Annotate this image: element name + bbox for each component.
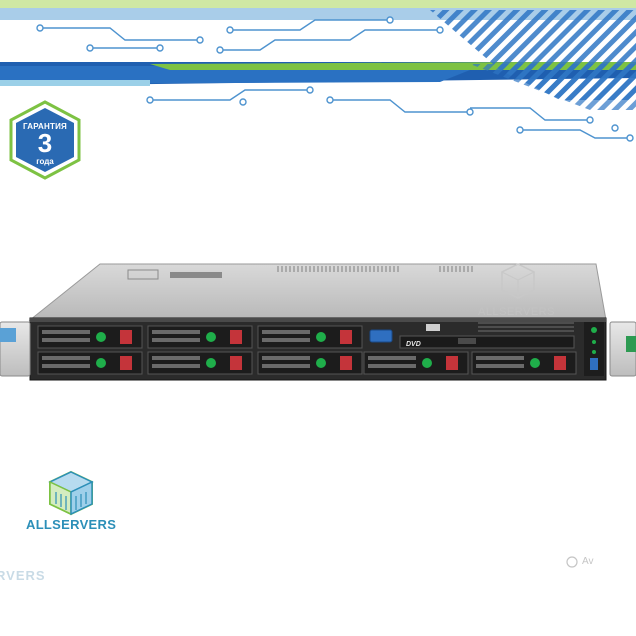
badge-label-bottom: года bbox=[36, 157, 54, 166]
circuit-banner bbox=[0, 0, 636, 142]
watermark-bottom-right: Av bbox=[582, 556, 594, 567]
hexagon-shape bbox=[9, 100, 81, 180]
badge-label-top: ГАРАНТИЯ bbox=[23, 122, 67, 131]
warranty-badge: ГАРАНТИЯ 3 года bbox=[8, 100, 82, 180]
allservers-logo-icon bbox=[48, 470, 94, 516]
dvd-label: DVD bbox=[406, 341, 421, 348]
watermark-bottom-left: RVERS bbox=[0, 568, 46, 583]
rack-server-image bbox=[0, 263, 636, 381]
watermark-circle-icon bbox=[566, 556, 578, 568]
watermark-text: ALLSERVERS bbox=[478, 306, 555, 318]
allservers-logo-text: ALLSERVERS bbox=[26, 517, 117, 532]
badge-number: 3 bbox=[37, 128, 53, 158]
watermark-cube-icon bbox=[500, 263, 536, 299]
